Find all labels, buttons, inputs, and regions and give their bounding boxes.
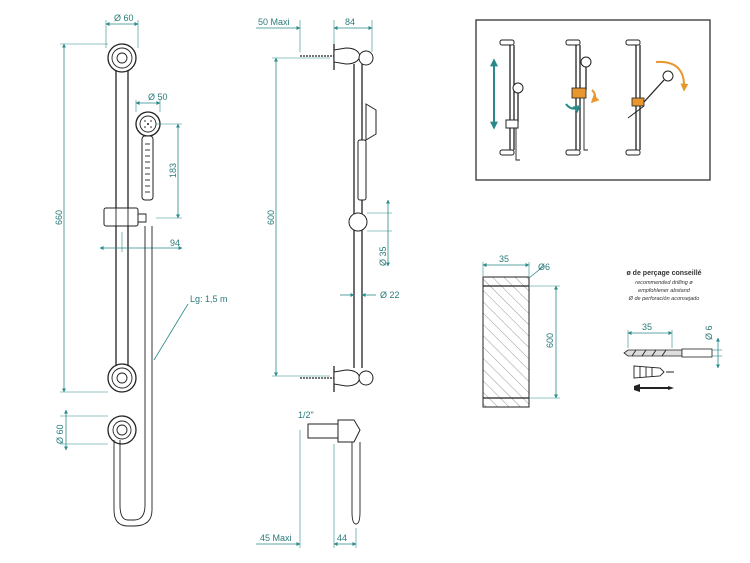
- side-view: 50 Maxi 84 600 Ø 35 Ø 22: [256, 17, 400, 548]
- bottom-mount-side: [333, 369, 361, 387]
- usage-illustration: [475, 19, 711, 181]
- dim-side-max-top: 50 Maxi: [258, 17, 290, 27]
- slider-bracket: [103, 207, 139, 227]
- wall-outlet: [107, 415, 137, 445]
- dim-front-height: 660: [54, 210, 64, 225]
- wall-outlet-side: [307, 423, 339, 439]
- hose-side: [351, 442, 361, 525]
- tilt-arrow: [655, 60, 689, 92]
- front-view: Ø 60 660: [54, 13, 228, 527]
- slider-side: [348, 212, 368, 232]
- hose: [119, 226, 146, 521]
- dim-drill-width: 35: [499, 254, 509, 264]
- panel-height-adjust: [490, 39, 524, 161]
- panel-tilt-head: [625, 39, 689, 156]
- dim-front-head-diam: Ø 50: [148, 92, 168, 102]
- dim-drill-hole: Ø6: [538, 262, 550, 272]
- drill-template: 35 Ø6 600: [482, 254, 560, 408]
- dim-side-bottom-depth: 44: [337, 533, 347, 543]
- dim-front-head-len: 183: [168, 163, 178, 178]
- drill-bit: [623, 349, 683, 357]
- legend-title: ø de perçage conseillé: [626, 270, 701, 277]
- bottom-wall-rosette: [107, 363, 137, 393]
- top-wall-rosette: [107, 43, 137, 73]
- wall-plug: [633, 365, 665, 379]
- dim-bit-length: 35: [642, 322, 652, 332]
- panel-rotate-clamp: [565, 39, 600, 156]
- drilling-legend: ø de perçage conseillé recommended drill…: [623, 270, 722, 392]
- top-mount-side: [333, 47, 361, 65]
- dim-front-offset: 94: [170, 238, 180, 248]
- screw: [634, 384, 640, 392]
- hand-shower-side: [365, 103, 377, 141]
- dim-front-diam-top: Ø 60: [114, 13, 134, 23]
- dim-hose-length: Lg: 1,5 m: [190, 294, 228, 304]
- clamp-highlight: [571, 87, 587, 99]
- dim-side-spacing: 600: [266, 210, 276, 225]
- dim-side-bar-diam: Ø 22: [380, 290, 400, 300]
- dim-side-slider-diam: Ø 35: [378, 246, 388, 266]
- dim-side-max-bottom: 45 Maxi: [260, 533, 292, 543]
- dim-front-diam-bottom: Ø 60: [55, 424, 65, 444]
- dim-bit-diam: Ø 6: [704, 325, 714, 340]
- legend-line-en: recommended drilling ø: [635, 280, 693, 286]
- dim-drill-spacing: 600: [545, 333, 555, 348]
- legend-line-de: empfohlener abstand: [638, 288, 691, 294]
- legend-line-es: Ø de perforación aconsejado: [628, 296, 700, 302]
- dim-side-depth: 84: [345, 17, 355, 27]
- drill-template-rect: [482, 276, 530, 408]
- dim-side-thread: 1/2": [298, 410, 314, 420]
